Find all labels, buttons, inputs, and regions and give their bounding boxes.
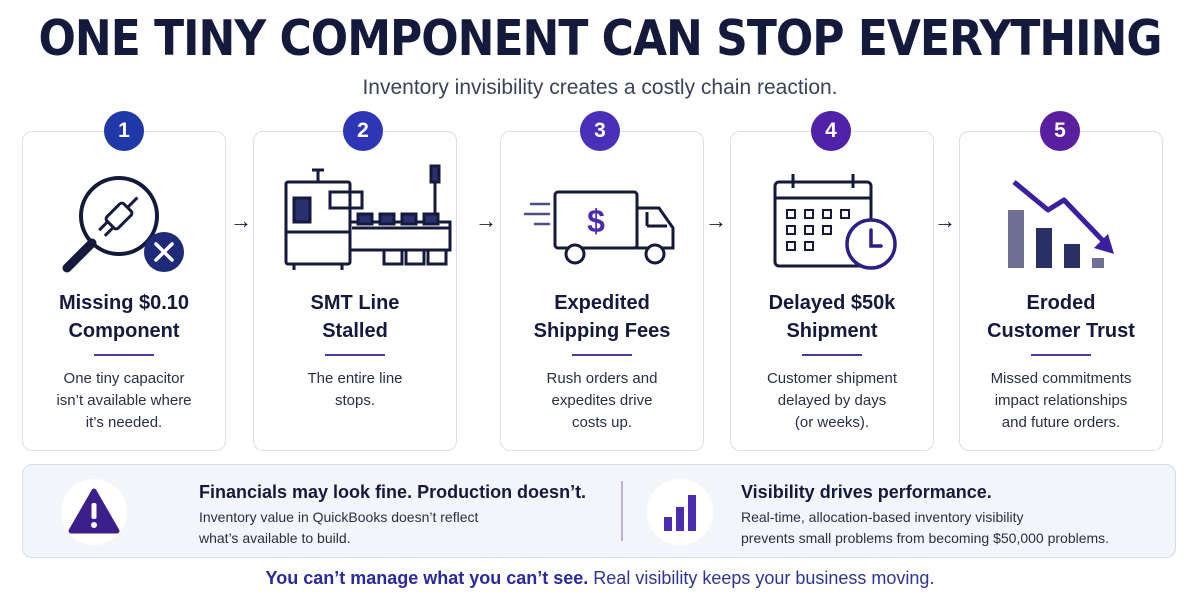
panel-left-text: Inventory value in QuickBooks doesn’t re… (199, 509, 479, 546)
delivery-truck-dollar-icon: $ (523, 190, 675, 265)
rising-bar-chart-icon (647, 479, 713, 545)
divider (325, 354, 385, 356)
arrow-right-icon: → (705, 208, 727, 233)
magnifier-capacitor-x-icon (62, 176, 184, 273)
footer-tagline: You can’t manage what you can’t see. Rea… (0, 568, 1200, 589)
arrow-right-icon: → (475, 208, 497, 233)
svg-text:$: $ (587, 203, 605, 239)
page-subtitle: Inventory invisibility creates a costly … (362, 76, 838, 99)
calendar-clock-icon (773, 174, 897, 270)
panel-divider (621, 481, 623, 541)
panel-left-heading: Financials may look fine. Production doe… (199, 482, 587, 502)
panel-right-heading: Visibility drives performance. (741, 482, 992, 502)
warning-triangle-icon (61, 479, 127, 545)
step-number-badge: 3 (580, 111, 620, 151)
step-number-badge: 1 (104, 111, 144, 151)
divider (1031, 354, 1091, 356)
divider (94, 354, 154, 356)
arrow-right-icon: → (934, 208, 956, 233)
panel-right-text: Real-time, allocation-based inventory vi… (741, 509, 1110, 546)
footer-strong: You can’t manage what you can’t see. (265, 568, 589, 588)
divider (572, 354, 632, 356)
footer-rest: Real visibility keeps your business movi… (588, 568, 935, 588)
smt-line-machine-icon (284, 164, 452, 270)
divider (802, 354, 862, 356)
step-number-badge: 5 (1040, 111, 1080, 151)
step-number-badge: 4 (811, 111, 851, 151)
declining-bar-chart-icon (1008, 180, 1114, 268)
insight-panel: Financials may look fine. Production doe… (22, 464, 1176, 558)
step-number-badge: 2 (343, 111, 383, 151)
page-title: ONE TINY COMPONENT CAN STOP EVERYTHING (38, 10, 1163, 68)
arrow-right-icon: → (230, 208, 252, 233)
